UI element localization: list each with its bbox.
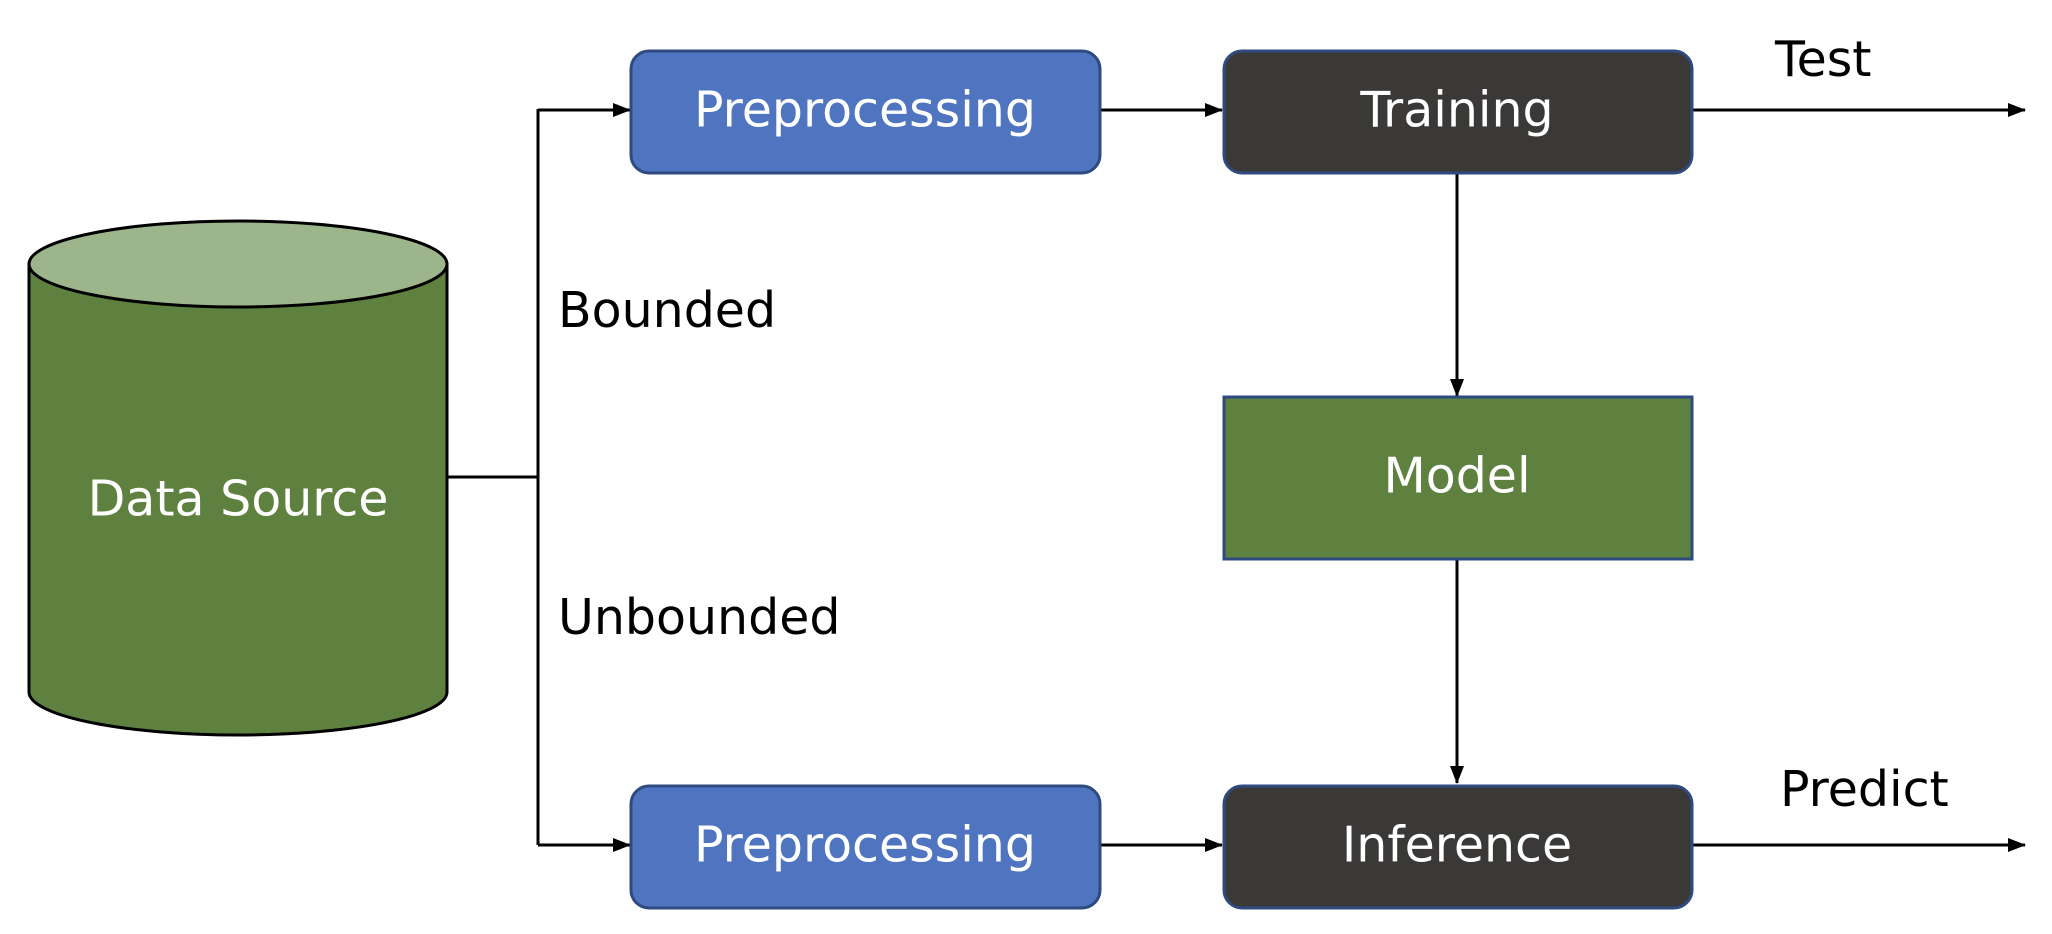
training-label: Training: [1359, 82, 1553, 139]
node-model: Model: [1222, 395, 1694, 561]
preprocessing-top-box: [629, 49, 1102, 175]
edge-label-predict: Predict: [1780, 761, 1949, 818]
inference-box: [1222, 784, 1694, 910]
node-inference: Inference: [1222, 784, 1694, 910]
inference-label: Inference: [1342, 817, 1572, 874]
model-label: Model: [1383, 448, 1530, 505]
data-source-label: Data Source: [88, 471, 389, 528]
edge-label-test: Test: [1774, 31, 1872, 88]
node-data-source: Data Source: [27, 219, 449, 737]
training-box: [1222, 49, 1694, 175]
node-training: Training: [1222, 49, 1694, 175]
node-preprocessing-top: Preprocessing: [629, 49, 1102, 175]
model-box: [1222, 395, 1694, 561]
node-preprocessing-bottom: Preprocessing: [629, 784, 1102, 910]
data-source-cylinder-top: [27, 219, 449, 309]
preprocessing-top-label: Preprocessing: [694, 82, 1036, 139]
preprocessing-bottom-box: [629, 784, 1102, 910]
data-source-cylinder-body: [27, 262, 449, 737]
edge-label-unbounded: Unbounded: [558, 589, 840, 646]
preprocessing-bottom-label: Preprocessing: [694, 817, 1036, 874]
edge-label-bounded: Bounded: [558, 282, 776, 339]
connectors: [447, 103, 2026, 852]
